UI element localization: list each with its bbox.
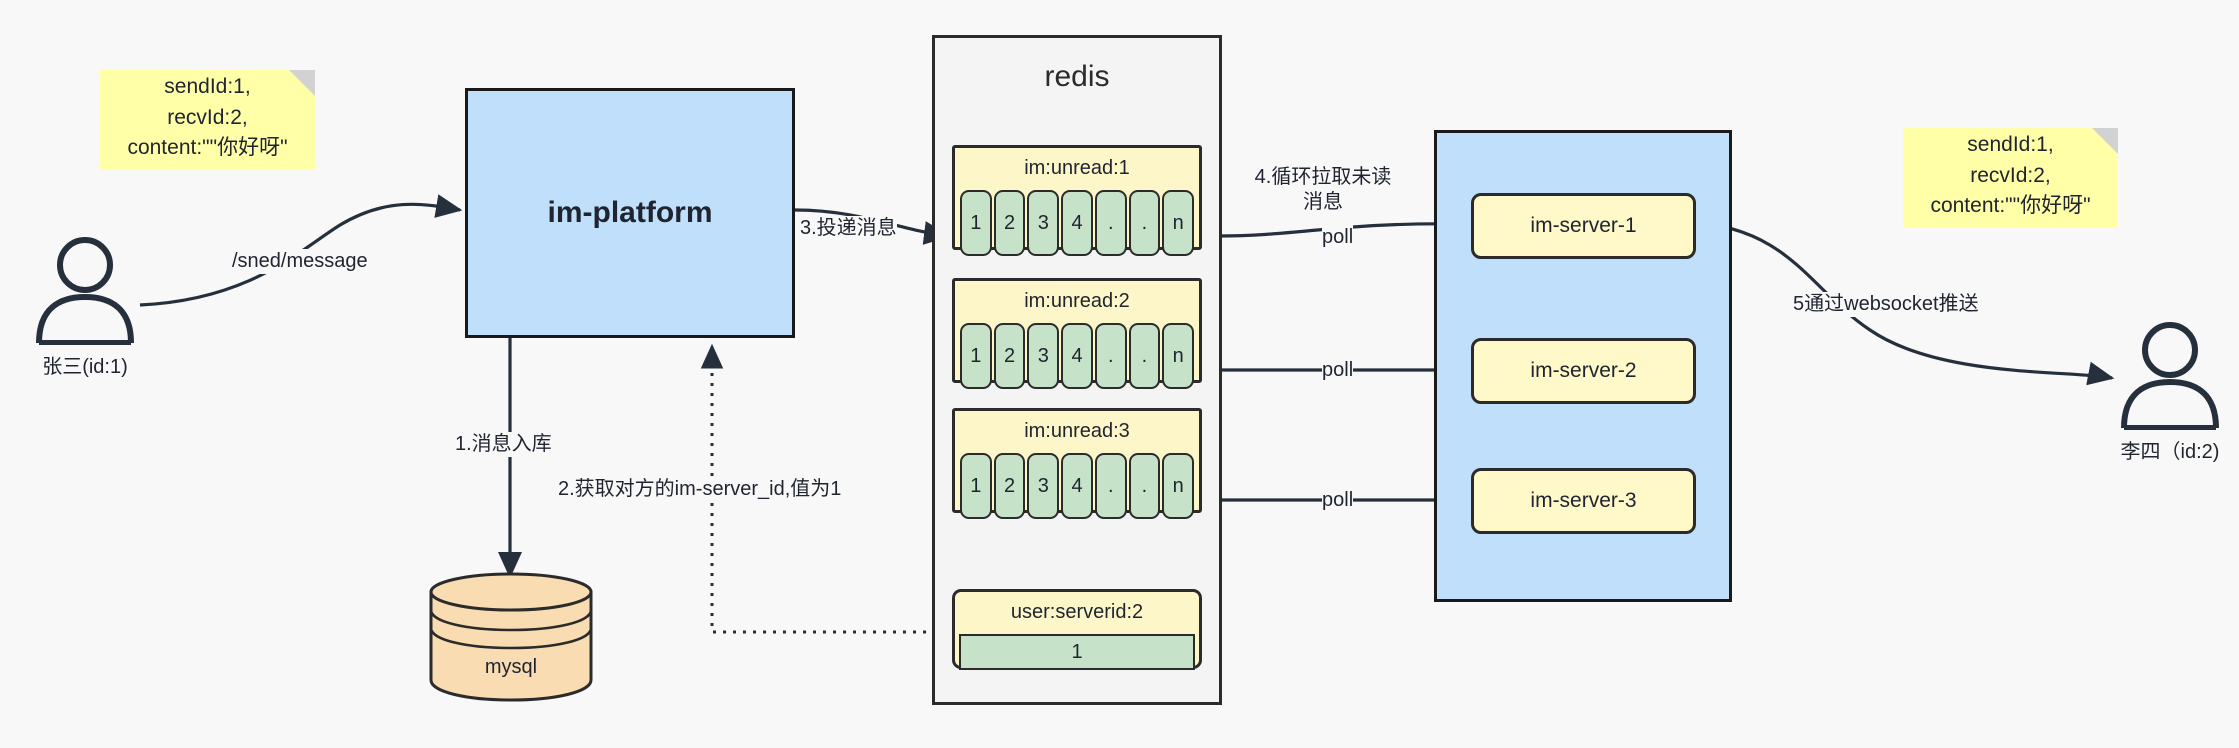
edge-send-message <box>139 194 463 307</box>
redis-list-im-unread-3[interactable]: im:unread:3 1 2 3 4 . . n <box>952 408 1202 519</box>
redis-cell: 1 <box>959 453 992 519</box>
actor-receiver-label: 李四（id:2) <box>2120 441 2220 463</box>
note-line-1: sendId:1, <box>164 75 251 99</box>
im-server-2-label: im-server-2 <box>1530 359 1637 382</box>
redis-cell: n <box>1162 323 1195 389</box>
im-platform-box[interactable]: im-platform <box>465 88 795 338</box>
redis-cell: 2 <box>993 190 1026 256</box>
redis-cell: 3 <box>1027 453 1060 519</box>
im-server-3-node[interactable]: im-server-3 <box>1471 468 1696 534</box>
redis-cell: 3 <box>1027 190 1060 256</box>
redis-kv-value: 1 <box>959 634 1195 670</box>
redis-list-cells: 1 2 3 4 . . n <box>955 323 1199 392</box>
redis-cell: 2 <box>993 323 1026 389</box>
redis-cell: . <box>1128 323 1161 389</box>
redis-cell: 3 <box>1027 323 1060 389</box>
note-line-3: content:""你好呀" <box>127 136 288 160</box>
person-icon <box>2121 322 2219 431</box>
edge-label-send-message: /sned/message <box>232 249 368 274</box>
mysql-label: mysql <box>484 656 538 678</box>
note-sender-payload: sendId:1, recvId:2, content:""你好呀" <box>100 70 315 170</box>
redis-list-im-unread-1[interactable]: im:unread:1 1 2 3 4 . . n <box>952 145 1202 256</box>
note-line-3: content:""你好呀" <box>1930 194 2091 218</box>
edge-step2-dotted <box>700 343 956 634</box>
edge-label-step5: 5通过websocket推送 <box>1793 292 1979 317</box>
edge-label-poll-3: poll <box>1322 488 1354 513</box>
person-icon <box>36 237 134 346</box>
redis-cell: 4 <box>1061 190 1093 256</box>
actor-sender-label: 张三(id:1) <box>42 356 128 378</box>
redis-cell: 4 <box>1061 453 1093 519</box>
im-server-1-node[interactable]: im-server-1 <box>1471 193 1696 259</box>
redis-list-im-unread-2[interactable]: im:unread:2 1 2 3 4 . . n <box>952 278 1202 389</box>
redis-kv-user-serverid[interactable]: user:serverid:2 1 <box>952 589 1202 670</box>
redis-key-label: im:unread:2 <box>1024 290 1130 312</box>
im-server-2-node[interactable]: im-server-2 <box>1471 338 1696 404</box>
edge-label-step3: 3.投递消息 <box>800 216 897 241</box>
redis-cell: . <box>1094 323 1127 389</box>
database-cylinder-icon <box>429 572 593 702</box>
redis-cell: 2 <box>993 453 1026 519</box>
redis-cell: . <box>1094 190 1127 256</box>
redis-title: redis <box>1044 60 1110 93</box>
redis-cell: n <box>1162 190 1195 256</box>
redis-cell: . <box>1128 190 1161 256</box>
actor-sender[interactable] <box>25 235 145 346</box>
note-fold-icon <box>289 70 315 96</box>
edge-label-step2: 2.获取对方的im-server_id,值为1 <box>558 477 842 502</box>
redis-cell: . <box>1128 453 1161 519</box>
redis-key-label: im:unread:1 <box>1024 157 1130 179</box>
im-server-cluster: im-server-1 im-server-2 im-server-3 <box>1434 130 1732 602</box>
note-line-2: recvId:2, <box>167 105 248 129</box>
redis-cell: 4 <box>1061 323 1093 389</box>
im-server-3-label: im-server-3 <box>1530 489 1637 512</box>
im-server-1-label: im-server-1 <box>1530 214 1637 237</box>
edge-label-step1: 1.消息入库 <box>455 432 552 457</box>
redis-list-cells: 1 2 3 4 . . n <box>955 190 1199 259</box>
redis-list-cells: 1 2 3 4 . . n <box>955 453 1199 522</box>
note-line-2: recvId:2, <box>1970 163 2051 187</box>
redis-cell: 1 <box>959 190 992 256</box>
redis-key-label: im:unread:3 <box>1024 420 1130 442</box>
im-platform-label: im-platform <box>547 196 713 229</box>
edge-step5-websocket <box>1689 220 2115 386</box>
mysql-database[interactable] <box>425 570 597 702</box>
redis-cell: . <box>1094 453 1127 519</box>
note-receiver-payload: sendId:1, recvId:2, content:""你好呀" <box>1903 128 2118 228</box>
note-line-1: sendId:1, <box>1967 133 2054 157</box>
edge-label-poll-1: poll <box>1322 225 1354 250</box>
redis-key-label: user:serverid:2 <box>1010 601 1144 623</box>
edge-label-step4: 4.循环拉取未读消息 <box>1254 166 1392 213</box>
redis-cell: n <box>1162 453 1195 519</box>
redis-container: redis im:unread:1 1 2 3 4 . . n im:unrea… <box>932 35 1222 705</box>
actor-receiver[interactable] <box>2110 320 2230 431</box>
note-fold-icon <box>2092 128 2118 154</box>
edge-label-poll-2: poll <box>1322 358 1354 383</box>
redis-cell: 1 <box>959 323 992 389</box>
